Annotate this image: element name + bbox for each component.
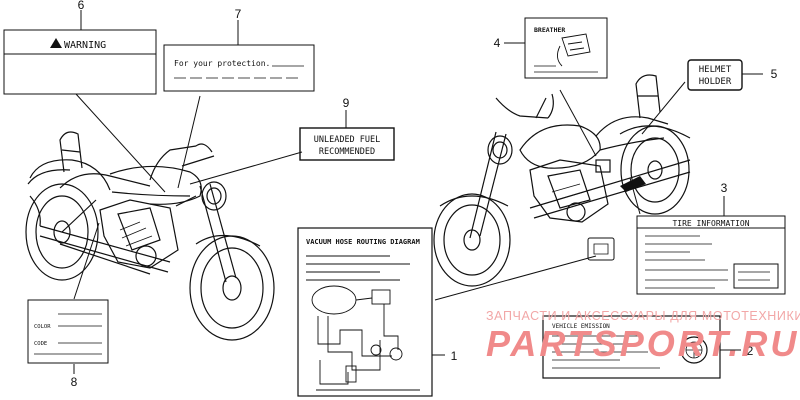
callout-6: 6 — [78, 0, 85, 12]
vacuum-text: VACUUM HOSE ROUTING DIAGRAM — [306, 238, 420, 246]
watermark-logo: PARTSPORT.RU — [486, 323, 799, 364]
emission-location-tag — [587, 237, 615, 261]
vacuum-hose-label: VACUUM HOSE ROUTING DIAGRAM — [297, 227, 433, 397]
warning-triangle-icon — [50, 38, 62, 48]
helmet-holder-label: HELMET HOLDER — [687, 59, 743, 91]
watermark: ЗАПЧАСТИ И АКСЕССУАРЫ ДЛЯ МОТОТЕХНИКИ PA… — [486, 309, 800, 364]
fuel-text-line2: RECOMMENDED — [319, 147, 375, 157]
warning-text: WARNING — [64, 40, 106, 51]
tire-info-label: TIRE INFORMATION — [636, 215, 786, 295]
right-motorcycle — [433, 74, 691, 287]
left-motorcycle — [25, 131, 275, 341]
protection-text: For your protection. — [174, 59, 270, 68]
callout-5: 5 — [771, 67, 778, 81]
color-code-label: COLOR CODE — [27, 299, 109, 364]
breather-text: BREATHER — [534, 26, 565, 34]
callout-numbers: 6 7 9 8 4 5 3 1 2 — [71, 0, 778, 389]
leader-lines — [73, 10, 763, 374]
warning-label: WARNING — [3, 29, 157, 95]
emission-text: VEHICLE EMISSION — [552, 323, 610, 330]
breather-label: BREATHER — [524, 17, 608, 79]
code-field-label: CODE — [34, 341, 47, 347]
callout-3: 3 — [721, 181, 728, 195]
helmet-text-line1: HELMET — [699, 65, 732, 75]
tire-info-text: TIRE INFORMATION — [672, 219, 749, 228]
helmet-text-line2: HOLDER — [699, 77, 732, 87]
callout-7: 7 — [235, 7, 242, 21]
color-field-label: COLOR — [34, 324, 51, 330]
emission-label: VEHICLE EMISSION — [542, 315, 721, 379]
callout-1: 1 — [451, 349, 458, 363]
callout-2: 2 — [747, 344, 754, 358]
callout-4: 4 — [494, 36, 501, 50]
watermark-tagline: ЗАПЧАСТИ И АКСЕССУАРЫ ДЛЯ МОТОТЕХНИКИ — [486, 309, 800, 323]
fuel-label: UNLEADED FUEL RECOMMENDED — [299, 127, 395, 161]
fuel-text-line1: UNLEADED FUEL — [314, 135, 381, 145]
callout-9: 9 — [343, 96, 350, 110]
protection-label: For your protection. — [163, 44, 315, 92]
emission-seal-icon — [680, 336, 708, 364]
callout-8: 8 — [71, 375, 78, 389]
